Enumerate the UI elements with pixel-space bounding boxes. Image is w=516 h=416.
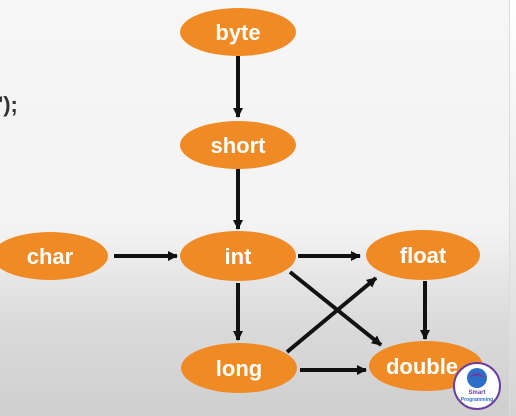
- logo-text-line1: Smart: [468, 390, 485, 396]
- edges: [114, 56, 430, 375]
- logo-emblem-icon: Smart Programming: [461, 368, 494, 403]
- right-edge-strip: [509, 0, 516, 416]
- arrow-int-to-double: [288, 270, 383, 347]
- node-long-label: long: [216, 356, 262, 381]
- node-char-label: char: [27, 244, 74, 269]
- arrow-long-to-float: [285, 276, 378, 354]
- node-int-label: int: [225, 244, 253, 269]
- node-short: short: [180, 121, 296, 169]
- node-int: int: [180, 231, 296, 281]
- node-long: long: [181, 343, 297, 393]
- smart-programming-logo: Smart Programming: [453, 362, 501, 410]
- node-double-label: double: [386, 354, 458, 379]
- code-fragment-text: ');: [0, 92, 18, 117]
- node-byte: byte: [180, 8, 296, 56]
- node-byte-label: byte: [215, 20, 260, 45]
- node-char: char: [0, 232, 108, 280]
- node-float: float: [366, 230, 480, 280]
- node-short-label: short: [211, 133, 267, 158]
- node-float-label: float: [400, 243, 447, 268]
- logo-text-line2: Programming: [461, 397, 494, 403]
